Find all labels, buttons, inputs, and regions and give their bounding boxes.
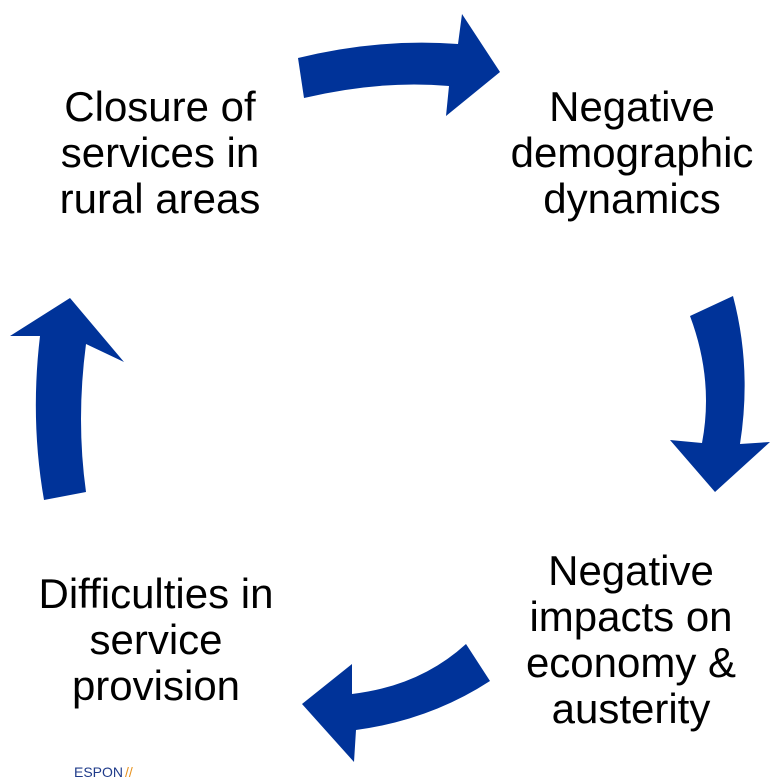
node-text-line: dynamics xyxy=(543,175,721,222)
arrow-right-down xyxy=(670,296,770,492)
espon-logo: ESPON// xyxy=(74,763,133,781)
node-text-line: Negative xyxy=(548,547,714,594)
node-text-line: economy & xyxy=(525,639,737,686)
logo-text: ESPON xyxy=(74,764,124,780)
arrow-top-right xyxy=(298,14,500,116)
node-closure-of-services: Closure of services in rural areas xyxy=(6,84,314,222)
node-text-line: austerity xyxy=(551,685,711,732)
node-difficulties-in-service-provision: Difficulties in service provision xyxy=(2,571,310,709)
node-text-line: services in xyxy=(60,129,260,176)
node-text-line: impacts on xyxy=(529,593,733,640)
logo-mark: // xyxy=(125,764,133,780)
node-text-line: Negative xyxy=(549,83,715,130)
node-negative-impacts-economy: Negative impacts on economy & austerity xyxy=(480,548,782,732)
arrow-left-up xyxy=(10,298,124,500)
node-negative-demographic-dynamics: Negative demographic dynamics xyxy=(482,84,782,222)
node-text-line: rural areas xyxy=(59,175,261,222)
arrow-bottom-left xyxy=(302,644,490,762)
node-text-line: service xyxy=(89,616,223,663)
node-text-line: provision xyxy=(71,662,241,709)
node-text-line: demographic xyxy=(510,129,754,176)
node-text-line: Difficulties in xyxy=(38,570,274,617)
node-text-line: Closure of xyxy=(64,83,256,130)
